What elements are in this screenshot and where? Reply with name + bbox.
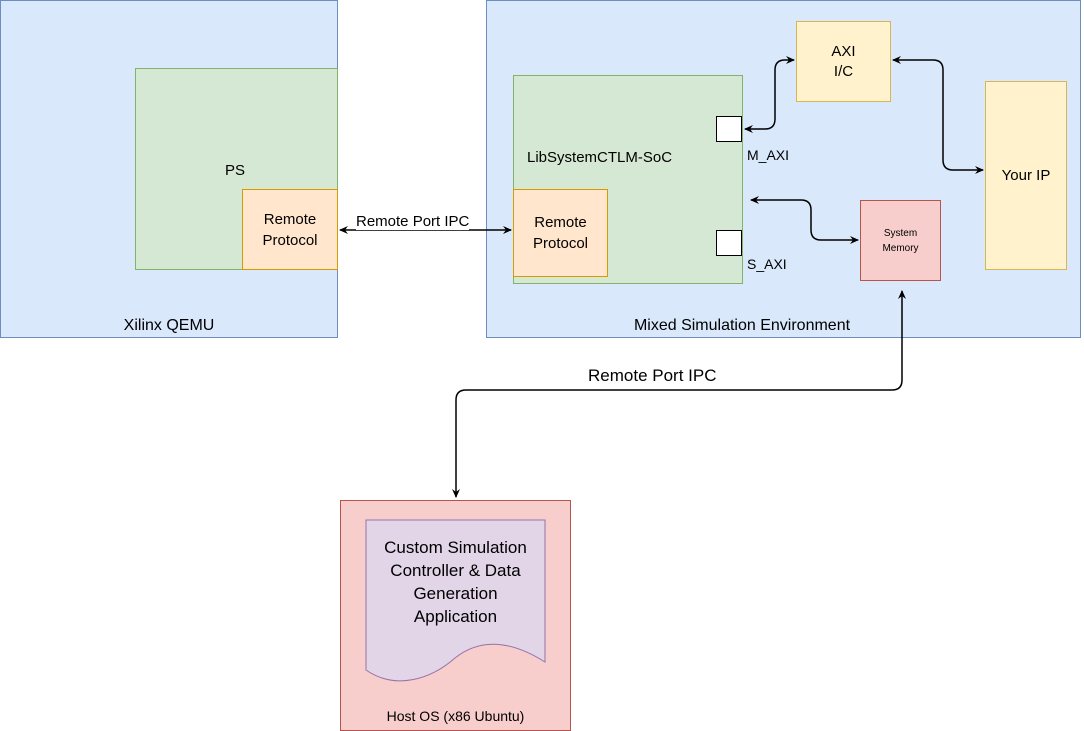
app-label: Custom Simulation Controller & Data Gene… <box>384 538 527 626</box>
host-os-title: Host OS (x86 Ubuntu) <box>386 708 525 724</box>
m-axi-label: M_AXI <box>747 147 790 163</box>
axi-ic-label: AXI I/C <box>831 42 856 80</box>
your-ip-block[interactable]: Your IP <box>985 81 1067 270</box>
s-axi-port[interactable] <box>716 230 742 256</box>
ipc-label-top: Remote Port IPC <box>356 213 470 230</box>
m-axi-port[interactable] <box>716 116 742 142</box>
axi-ic-to-your-ip-link <box>892 56 984 174</box>
system-memory-to-host-link <box>452 290 906 498</box>
system-memory-label: System Memory <box>882 227 919 254</box>
libsystemctlm-soc-label: LibSystemCTLM-SoC <box>527 149 673 166</box>
remote-protocol-qemu-label: Remote Protocol <box>262 210 318 249</box>
remote-protocol-env-label: Remote Protocol <box>532 214 589 252</box>
ipc-label-bottom: Remote Port IPC <box>588 366 717 385</box>
system-memory-block[interactable]: System Memory <box>860 200 941 281</box>
m-axi-to-axi-ic-link <box>744 56 795 133</box>
your-ip-label: Your IP <box>1001 167 1051 184</box>
remote-protocol-env[interactable]: Remote Protocol <box>513 189 608 277</box>
axi-ic-block[interactable]: AXI I/C <box>796 21 891 102</box>
s-axi-label: S_AXI <box>747 256 787 272</box>
remote-protocol-qemu[interactable]: Remote Protocol <box>242 189 338 270</box>
ps-label: PS <box>225 162 246 179</box>
soc-to-system-memory-link <box>750 196 859 244</box>
xilinx-qemu-title: Xilinx QEMU <box>123 317 215 334</box>
